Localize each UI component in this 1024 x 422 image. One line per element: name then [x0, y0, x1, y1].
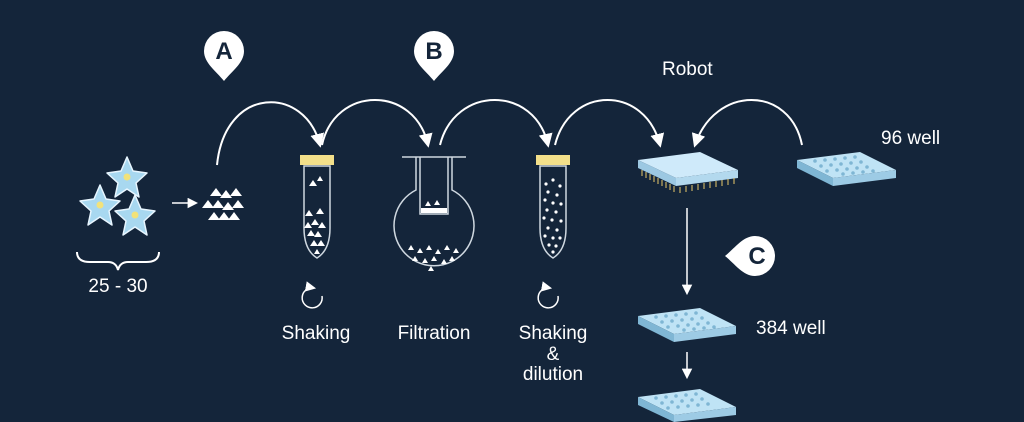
robot-pin-plate-icon	[638, 152, 738, 193]
arc-tube-to-flask	[321, 99, 433, 148]
well-96-label: 96 well	[881, 128, 941, 149]
well-plate-384-icon	[638, 308, 736, 342]
rotate-icon-1	[301, 281, 323, 309]
shaking-dilution-line3: dilution	[522, 364, 584, 385]
tube-1-icon	[300, 155, 334, 259]
shaking-dilution-line1: Shaking	[518, 323, 588, 344]
well-384-label: 384 well	[756, 318, 826, 339]
well-plate-final-icon	[638, 389, 736, 422]
marker-a-letter: A	[215, 38, 232, 65]
arc-96well-to-robot	[691, 99, 803, 148]
arc-tube2-to-robot	[554, 99, 665, 148]
rotate-icon-2	[537, 281, 559, 309]
arc-fragments-to-tube	[216, 101, 325, 166]
flowers-icon	[79, 156, 156, 236]
marker-a-pin: A	[204, 31, 244, 81]
flask-filter-icon	[393, 156, 475, 271]
marker-c-pin: C	[725, 236, 775, 276]
shaking-dilution-line2: &	[546, 344, 560, 365]
fragments-icon	[202, 188, 244, 220]
process-arc-arrows	[216, 99, 803, 166]
robot-label: Robot	[662, 59, 713, 80]
well-plate-96-icon	[797, 152, 896, 186]
marker-c-letter: C	[748, 243, 765, 270]
marker-b-pin: B	[414, 31, 454, 81]
arc-flask-to-tube2	[439, 99, 553, 148]
filtration-label: Filtration	[397, 323, 471, 344]
marker-b-letter: B	[425, 38, 442, 65]
shaking-label: Shaking	[281, 323, 351, 344]
brace-icon	[76, 251, 160, 271]
flower-count-label: 25 - 30	[88, 276, 148, 297]
tube-2-icon	[536, 155, 570, 259]
